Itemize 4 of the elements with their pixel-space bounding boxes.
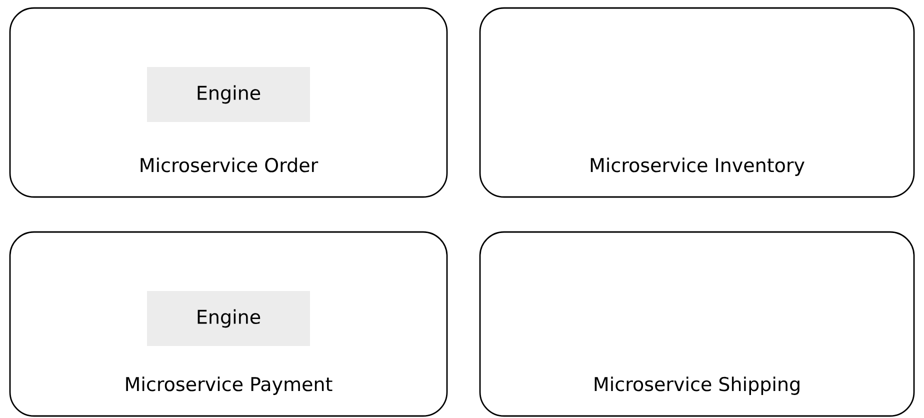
engine-box: Engine xyxy=(147,291,310,346)
engine-box: Engine xyxy=(147,67,310,122)
service-box: Microservice Inventory xyxy=(479,7,915,198)
service-box: Microservice Shipping xyxy=(479,231,915,417)
